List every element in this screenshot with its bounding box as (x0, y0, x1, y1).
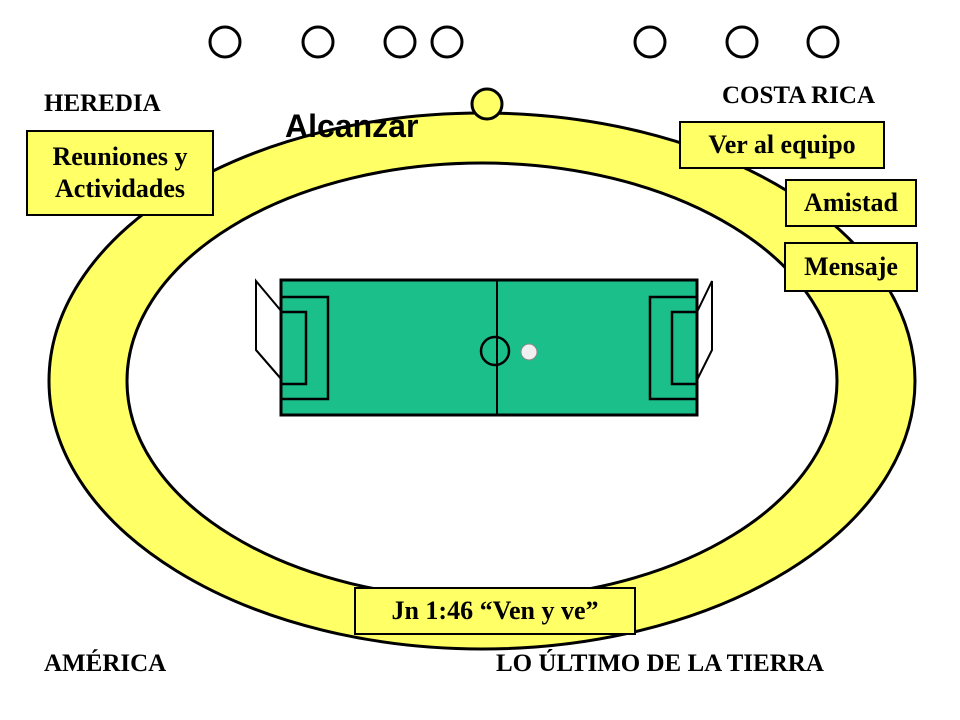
label-america: AMÉRICA (44, 650, 167, 677)
top-circle (725, 25, 759, 59)
center-circle (479, 335, 511, 367)
ball (520, 343, 538, 361)
box-reuniones-line2: Actividades (55, 174, 185, 203)
label-costa-rica: COSTA RICA (722, 82, 876, 109)
box-amistad: Amistad (785, 179, 917, 227)
label-ultimo: LO ÚLTIMO DE LA TIERRA (496, 650, 824, 677)
top-circle (806, 25, 840, 59)
field-surface (279, 278, 699, 417)
ring-title: Alcanzar (285, 108, 419, 144)
box-reuniones: Reuniones y Actividades (26, 130, 214, 216)
top-circle (430, 25, 464, 59)
top-circles (208, 25, 840, 59)
box-mensaje: Mensaje (784, 242, 918, 292)
box-reuniones-line1: Reuniones y (52, 141, 188, 171)
top-circle (633, 25, 667, 59)
top-circle (208, 25, 242, 59)
top-circle (301, 25, 335, 59)
box-verse: Jn 1:46 “Ven y ve” (354, 587, 636, 635)
box-ver-equipo: Ver al equipo (679, 121, 885, 169)
label-heredia: HEREDIA (44, 90, 161, 117)
right-goal-area (670, 310, 699, 386)
top-circle (383, 25, 417, 59)
left-goal-area (279, 310, 308, 386)
soccer-field (279, 278, 699, 417)
yellow-circle (470, 87, 504, 121)
